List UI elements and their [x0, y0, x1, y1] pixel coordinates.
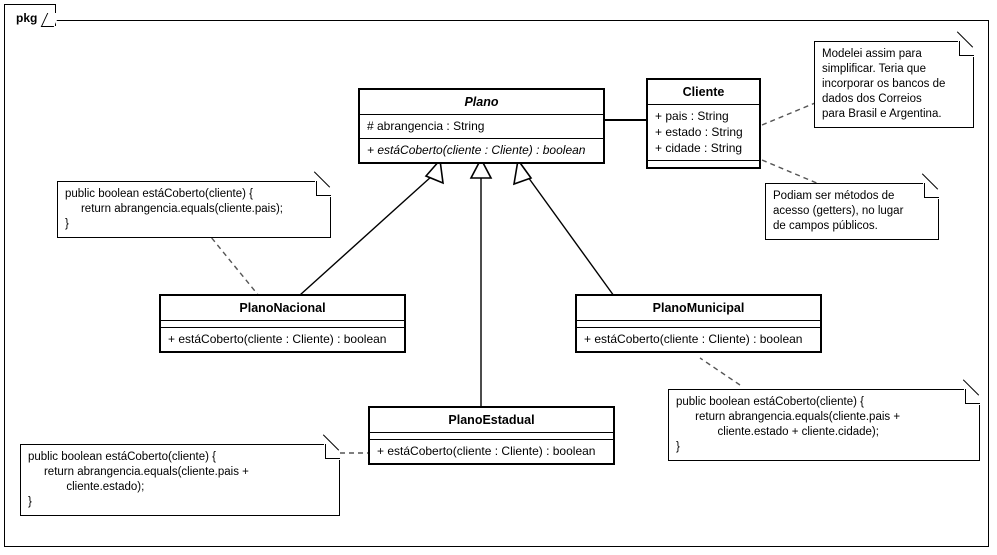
class-plano-nacional-name: PlanoNacional [161, 296, 404, 321]
note-modelei[interactable]: Modelei assim para simplificar. Teria qu… [814, 31, 974, 128]
package-label: pkg [16, 11, 38, 25]
note-fold-corner [959, 41, 974, 56]
note-getters[interactable]: Podiam ser métodos de acesso (getters), … [765, 173, 939, 240]
attribute-abrangencia: # abrangencia : String [367, 119, 485, 133]
operation-estacoberto-municipal: + estáCoberto(cliente : Cliente) : boole… [584, 332, 803, 346]
note-code-estadual-text: public boolean estáCoberto(cliente) { re… [28, 451, 249, 508]
class-plano-name: Plano [360, 90, 603, 115]
class-plano-attributes: # abrangencia : String [360, 115, 603, 139]
class-plano-nacional-operations: + estáCoberto(cliente : Cliente) : boole… [161, 328, 404, 351]
class-plano[interactable]: Plano # abrangencia : String + estáCober… [358, 88, 605, 164]
class-cliente-attributes: + pais : String + estado : String + cida… [648, 105, 759, 161]
class-plano-municipal-attributes [577, 321, 820, 328]
note-code-estadual[interactable]: public boolean estáCoberto(cliente) { re… [20, 434, 340, 516]
class-plano-estadual[interactable]: PlanoEstadual + estáCoberto(cliente : Cl… [368, 406, 615, 465]
note-code-municipal-text: public boolean estáCoberto(cliente) { re… [676, 396, 901, 453]
class-plano-municipal[interactable]: PlanoMunicipal + estáCoberto(cliente : C… [575, 294, 822, 353]
note-modelei-text: Modelei assim para simplificar. Teria qu… [822, 48, 946, 120]
class-cliente[interactable]: Cliente + pais : String + estado : Strin… [646, 78, 761, 169]
note-code-nacional-text: public boolean estáCoberto(cliente) { re… [65, 188, 283, 230]
class-cliente-name: Cliente [648, 80, 759, 105]
attribute-pais: + pais : String [655, 109, 729, 123]
class-plano-municipal-name: PlanoMunicipal [577, 296, 820, 321]
note-getters-text: Podiam ser métodos de acesso (getters), … [773, 190, 904, 232]
note-fold-corner [924, 183, 939, 198]
class-plano-nacional[interactable]: PlanoNacional + estáCoberto(cliente : Cl… [159, 294, 406, 353]
operation-estacoberto-estadual: + estáCoberto(cliente : Cliente) : boole… [377, 444, 596, 458]
attribute-estado: + estado : String [655, 125, 743, 139]
note-fold-corner [316, 181, 331, 196]
class-plano-estadual-attributes [370, 433, 613, 440]
note-code-nacional[interactable]: public boolean estáCoberto(cliente) { re… [57, 171, 331, 238]
class-plano-estadual-name: PlanoEstadual [370, 408, 613, 433]
class-plano-operations: + estáCoberto(cliente : Cliente) : boole… [360, 139, 603, 162]
class-plano-nacional-attributes [161, 321, 404, 328]
class-plano-estadual-operations: + estáCoberto(cliente : Cliente) : boole… [370, 440, 613, 463]
class-cliente-operations [648, 161, 759, 167]
note-fold-corner [965, 389, 980, 404]
class-plano-municipal-operations: + estáCoberto(cliente : Cliente) : boole… [577, 328, 820, 351]
operation-estacoberto-nacional: + estáCoberto(cliente : Cliente) : boole… [168, 332, 387, 346]
attribute-cidade: + cidade : String [655, 141, 743, 155]
note-fold-corner [325, 444, 340, 459]
note-code-municipal[interactable]: public boolean estáCoberto(cliente) { re… [668, 379, 980, 461]
operation-estacoberto: + estáCoberto(cliente : Cliente) : boole… [367, 143, 586, 157]
